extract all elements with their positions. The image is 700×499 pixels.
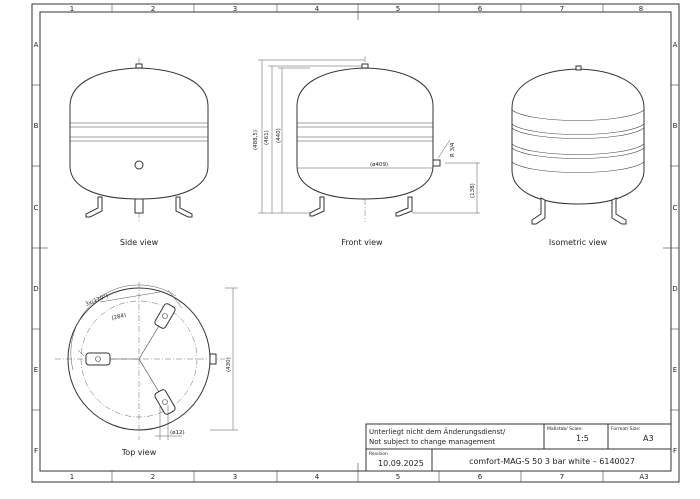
zone-row-c-right: C: [673, 204, 678, 212]
zone-col-2-top: 2: [151, 5, 155, 13]
zone-row-a-left: A: [34, 41, 39, 49]
zone-col-3-top: 3: [233, 5, 237, 13]
zone-row-c-left: C: [34, 204, 39, 212]
zone-row-a-right: A: [673, 41, 678, 49]
zone-col-1-bottom: 1: [70, 473, 74, 481]
side-view-label: Side view: [120, 238, 159, 247]
inner-frame: [39, 11, 672, 472]
zone-col-7-bottom: 7: [560, 473, 564, 481]
dim-hole-diameter: (ø12): [170, 430, 185, 436]
front-view-drawing: [258, 56, 480, 222]
top-view-drawing: [55, 282, 238, 440]
outer-frame: [31, 3, 680, 483]
scale-value: 1:5: [576, 434, 589, 443]
dim-connection-height: (138): [470, 183, 476, 198]
zone-col-7-top: 7: [560, 5, 564, 13]
front-view-label: Front view: [341, 238, 383, 247]
zone-row-b-left: B: [34, 122, 39, 130]
dim-body-height: (461): [264, 130, 270, 145]
zone-row-e-left: E: [34, 366, 38, 374]
zone-col-6-top: 6: [478, 5, 483, 13]
zone-col-4-top: 4: [315, 5, 320, 13]
notice-english: Not subject to change management: [369, 438, 495, 446]
zone-col-5-top: 5: [396, 5, 400, 13]
zone-col-6-bottom: 6: [478, 473, 483, 481]
zone-row-d-right: D: [672, 285, 677, 293]
dim-depth: (430): [226, 357, 232, 372]
isometric-view-label: Isometric view: [549, 238, 608, 247]
dim-connection-thread: R 3/4: [450, 142, 456, 157]
top-view-label: Top view: [121, 448, 157, 457]
zone-row-f-right: F: [673, 447, 677, 455]
zone-col-2-bottom: 2: [151, 473, 155, 481]
format-label: Format/ Size:: [611, 426, 641, 432]
zone-row-f-left: F: [34, 447, 38, 455]
scale-label: Maßstab/ Scale:: [547, 426, 583, 432]
dim-overall-height: (488,5): [253, 130, 259, 150]
notice-german: Unterliegt nicht dem Änderungsdienst/: [369, 427, 506, 436]
zone-col-3-bottom: 3: [233, 473, 237, 481]
zone-row-d-left: D: [33, 285, 38, 293]
revision-date: 10.09.2025: [378, 459, 424, 468]
zone-row-b-right: B: [673, 122, 678, 130]
zone-col-5-bottom: 5: [396, 473, 400, 481]
dim-vessel-height: (440): [276, 128, 282, 143]
dim-pitch-circle: (284): [111, 313, 127, 322]
title-block: [365, 423, 672, 472]
revision-label: Revision: [369, 451, 388, 457]
zone-col-8-top: 8: [639, 5, 643, 13]
zone-dividers: [32, 4, 679, 482]
dim-diameter: (ø409): [370, 162, 388, 168]
zone-sheet-format: A3: [639, 473, 648, 481]
drawing-title: comfort-MAG-S 50 3 bar white – 6140027: [469, 457, 635, 466]
side-view-drawing: [69, 58, 209, 222]
zone-col-1-top: 1: [70, 5, 74, 13]
zone-col-4-bottom: 4: [315, 473, 320, 481]
isometric-view-drawing: [511, 65, 645, 225]
format-value: A3: [643, 434, 654, 443]
zone-row-e-right: E: [673, 366, 677, 374]
